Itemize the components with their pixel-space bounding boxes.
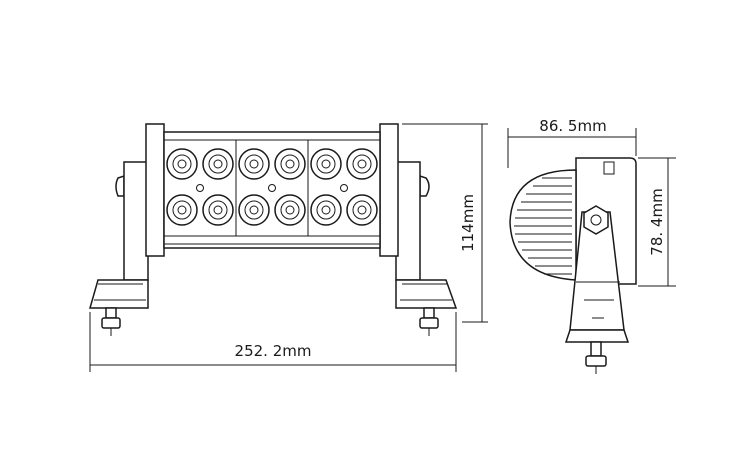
led-lens: [166, 148, 198, 180]
led-chip: [321, 205, 331, 215]
led-chip: [177, 159, 187, 169]
left-end-cap: [145, 123, 165, 257]
led-chip: [357, 159, 367, 169]
depth-dimension: 86. 5mm: [507, 117, 637, 168]
side-height-dimension: 78. 4mm: [638, 157, 676, 287]
depth-label: 86. 5mm: [539, 117, 606, 135]
right-bracket: [395, 161, 458, 336]
right-end-cap: [379, 123, 399, 257]
led-lens: [274, 194, 306, 226]
height-label: 114mm: [459, 194, 477, 252]
led-lens-ring: [244, 200, 264, 220]
width-label: 252. 2mm: [235, 342, 312, 360]
led-lens-ring: [352, 200, 372, 220]
left-bracket: [89, 161, 149, 336]
led-lens-ring: [316, 154, 336, 174]
heatsink-fins: [514, 177, 572, 275]
led-lens-ring: [316, 200, 336, 220]
pivot-bolt-icon: [583, 205, 609, 235]
led-chip: [249, 205, 259, 215]
led-lens: [166, 194, 198, 226]
led-chip: [321, 159, 331, 169]
housing: [163, 131, 381, 249]
led-chip: [285, 205, 295, 215]
led-chip: [213, 159, 223, 169]
side-height-label: 78. 4mm: [648, 188, 666, 255]
led-chip: [357, 205, 367, 215]
side-view: [509, 157, 637, 374]
led-lens-ring: [208, 154, 228, 174]
housing-screw: [340, 184, 348, 192]
led-lens-ring: [280, 154, 300, 174]
led-lens-ring: [280, 200, 300, 220]
led-chip: [213, 205, 223, 215]
housing-screw: [196, 184, 204, 192]
led-lens: [238, 148, 270, 180]
led-lens: [202, 194, 234, 226]
height-dimension: 114mm: [402, 123, 488, 323]
heatsink: [509, 169, 577, 281]
led-lens: [202, 148, 234, 180]
led-lens: [238, 194, 270, 226]
led-lens: [274, 148, 306, 180]
led-chip: [177, 205, 187, 215]
led-lens-ring: [208, 200, 228, 220]
led-lens: [310, 148, 342, 180]
led-lens: [346, 194, 378, 226]
led-lens-ring: [352, 154, 372, 174]
width-dimension: 252. 2mm: [89, 312, 457, 372]
front-view: [89, 123, 458, 336]
led-lens-ring: [172, 154, 192, 174]
led-lens: [310, 194, 342, 226]
led-lens-ring: [244, 154, 264, 174]
led-lens-ring: [172, 200, 192, 220]
led-array: [166, 148, 378, 226]
led-lens: [346, 148, 378, 180]
led-chip: [249, 159, 259, 169]
led-chip: [285, 159, 295, 169]
housing-screw: [268, 184, 276, 192]
